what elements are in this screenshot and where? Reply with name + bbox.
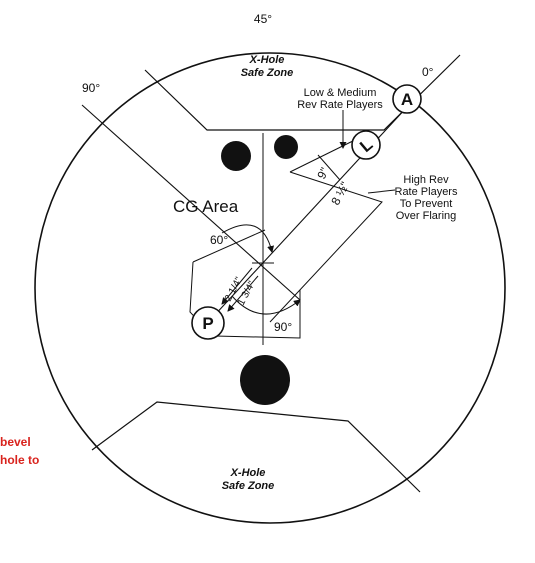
angle-90-bottom-label: 90°: [274, 320, 292, 334]
arc-60-degrees: [221, 224, 275, 253]
angle-90-left-label: 90°: [82, 81, 100, 95]
finger-hole-left: [221, 141, 251, 171]
ball-outline: [34, 52, 506, 524]
low-medium-label-line2: Rev Rate Players: [297, 99, 383, 111]
dim-2-quarter-arrow: [221, 267, 253, 305]
high-rev-label-line1: High Rev: [403, 174, 449, 186]
angle-60-label: 60°: [210, 233, 228, 247]
top-safe-zone-boundary: [144, 54, 461, 131]
cg-area-label: CG Area: [173, 197, 239, 216]
cg-connector-line: [192, 229, 266, 263]
axis-marker: A: [392, 84, 422, 114]
pin-marker-label: P: [202, 314, 213, 333]
pin-marker: P: [191, 306, 225, 340]
top-safe-zone-line1: X-Hole: [249, 54, 285, 66]
grip-rectangle: [269, 171, 383, 323]
arc-90-degrees: [231, 295, 301, 315]
high-rev-label-line4: Over Flaring: [396, 210, 457, 222]
dim-1-three-quarter-arrow: [227, 275, 259, 312]
finger-hole-right: [274, 135, 298, 159]
low-medium-label-line1: Low & Medium: [304, 87, 377, 99]
diagonal-axis-line: [81, 104, 301, 301]
side-text-line1: bevel: [0, 435, 31, 449]
side-text-line2: hole to: [0, 453, 39, 467]
bottom-safe-zone-boundary: [91, 401, 421, 493]
bottom-safe-zone-line1: X-Hole: [230, 467, 266, 479]
angle-0-label: 0°: [422, 65, 434, 79]
angle-45-label: 45°: [254, 12, 272, 26]
high-rev-label-line3: To Prevent: [400, 198, 453, 210]
dim-9-arrow: [317, 154, 341, 181]
lock-marker: L: [351, 130, 381, 160]
high-rev-label-line2: Rate Players: [395, 186, 458, 198]
high-rev-leader: [367, 189, 396, 194]
dim-8-half-label: 8 ½": [328, 179, 352, 207]
top-safe-zone-line2: Safe Zone: [241, 67, 294, 79]
bottom-safe-zone-line2: Safe Zone: [222, 480, 275, 492]
axis-marker-label: A: [401, 90, 413, 109]
thumb-hole: [240, 355, 290, 405]
